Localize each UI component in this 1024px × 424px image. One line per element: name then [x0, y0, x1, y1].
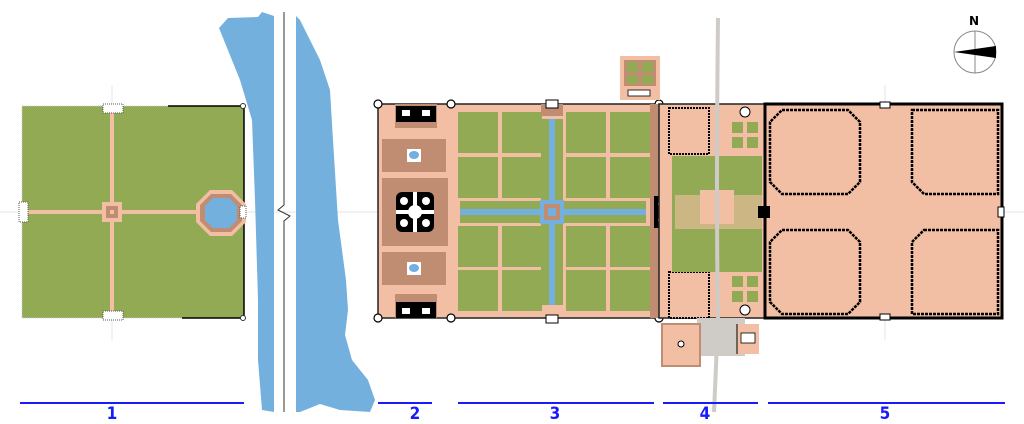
garden-bed — [502, 270, 542, 311]
section-label-3: 3 — [550, 404, 561, 424]
garden-bed — [458, 270, 498, 311]
garden-bed — [610, 270, 650, 311]
section-4-forecourt — [658, 17, 766, 413]
section-label-1: 1 — [107, 404, 118, 424]
garden-bed — [566, 270, 606, 311]
river-break-line — [277, 12, 291, 412]
garden-bed — [610, 157, 650, 198]
garden-bed — [566, 112, 606, 153]
section-label-2: 2 — [410, 404, 421, 424]
garden-bed — [566, 226, 606, 267]
section-5-bazaar-caravanserai — [758, 101, 1005, 321]
garden-bed — [502, 112, 542, 153]
garden-bed — [458, 112, 498, 153]
river-yamuna — [219, 12, 375, 412]
garden-bed — [502, 157, 542, 198]
section-1-garden — [18, 103, 247, 321]
north-compass: N — [953, 14, 997, 74]
section-label-4: 4 — [700, 404, 711, 424]
compass-north-label: N — [969, 14, 979, 28]
garden-bed — [502, 226, 542, 267]
section-label-5: 5 — [880, 404, 891, 424]
garden-bed — [610, 226, 650, 267]
garden-bed — [458, 157, 498, 198]
garden-bed — [566, 157, 606, 198]
garden-bed — [610, 112, 650, 153]
road — [712, 17, 721, 413]
section-3-charbagh-garden — [458, 56, 680, 324]
garden-bed — [458, 226, 498, 267]
